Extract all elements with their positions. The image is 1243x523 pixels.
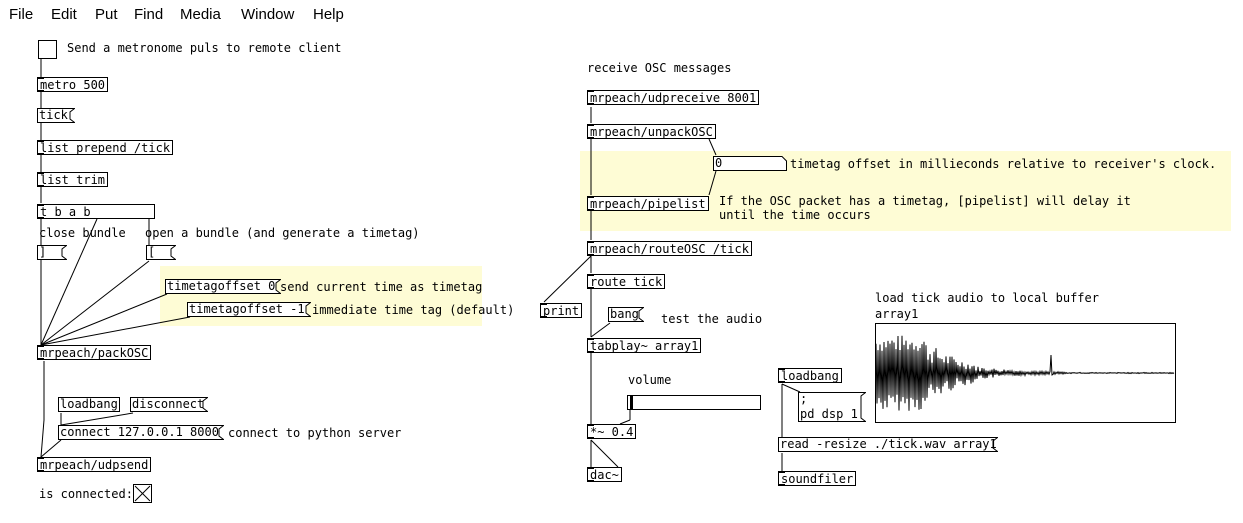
metronome-toggle[interactable] [38, 40, 57, 59]
menu-help[interactable]: Help [313, 6, 344, 23]
receive-osc-comment: receive OSC messages [587, 61, 732, 75]
routeosc-object[interactable]: mrpeach/routeOSC /tick [587, 241, 752, 256]
pd-dsp-semicolon: ; [800, 392, 808, 406]
list-prepend-object[interactable]: list prepend /tick [37, 140, 174, 155]
udpsend-object[interactable]: mrpeach/udpsend [37, 457, 152, 472]
timetagoffset-neg1-message[interactable]: timetagoffset -1 [187, 302, 311, 317]
print-object[interactable]: print [540, 303, 583, 318]
metro-object[interactable]: metro 500 [37, 77, 109, 92]
test-audio-comment: test the audio [661, 312, 763, 326]
timetag-offset-number-box[interactable]: 0 [713, 156, 787, 171]
packosc-object[interactable]: mrpeach/packOSC [37, 345, 152, 360]
soundfiler-object[interactable]: soundfiler [778, 471, 857, 486]
connected-toggle[interactable] [133, 484, 152, 503]
loadbang-left-label: loadbang [60, 397, 118, 411]
immediate-tag-comment: immediate time tag (default) [312, 303, 515, 317]
array-name-label: array1 [875, 307, 919, 321]
comment-background [580, 151, 1231, 231]
open-bundle-message[interactable]: [ [146, 245, 176, 260]
timetagoffset-neg1-label: timetagoffset -1 [189, 302, 305, 316]
close-bundle-label: ] [39, 245, 47, 259]
x-icon [134, 485, 151, 502]
menu-put[interactable]: Put [95, 6, 118, 23]
read-resize-message[interactable]: read -resize ./tick.wav array1 [778, 437, 998, 452]
comment-background [160, 266, 482, 326]
send-current-time-comment: send current time as timetag [280, 280, 483, 294]
loadbang-left-message[interactable]: loadbang [58, 397, 120, 412]
unpackosc-object[interactable]: mrpeach/unpackOSC [587, 124, 716, 139]
close-bundle-comment: close bundle [39, 226, 126, 240]
loadbang-object[interactable]: loadbang [778, 368, 842, 383]
menu-find[interactable]: Find [134, 6, 164, 23]
menu-file[interactable]: File [9, 6, 34, 23]
timetag-offset-comment: timetag offset in millieconds relative t… [790, 157, 1217, 171]
menu-window[interactable]: Window [241, 6, 295, 23]
mul-object[interactable]: *~ 0.4 [587, 424, 637, 439]
menu-bar: File Edit Put Find Media Window Help [0, 0, 1243, 28]
bang-message[interactable]: bang [608, 307, 644, 322]
bang-label: bang [610, 307, 639, 321]
pipelist-comment-line1: If the OSC packet has a timetag, [pipeli… [719, 194, 1131, 208]
connect-message[interactable]: connect 127.0.0.1 8000 [58, 425, 224, 440]
udpreceive-object[interactable]: mrpeach/udpreceive 8001 [587, 90, 760, 105]
send-metronome-comment: Send a metronome puls to remote client [67, 41, 342, 55]
load-tick-comment: load tick audio to local buffer [875, 291, 1099, 305]
pipelist-object[interactable]: mrpeach/pipelist [587, 196, 709, 211]
slider-handle[interactable] [630, 396, 633, 409]
connect-label: connect 127.0.0.1 8000 [60, 425, 219, 439]
dac-object[interactable]: dac~ [587, 467, 622, 482]
tick-message-label: tick [39, 108, 68, 122]
list-trim-object[interactable]: list trim [37, 172, 109, 187]
disconnect-label: disconnect [132, 397, 205, 411]
route-tick-object[interactable]: route tick [587, 274, 666, 289]
read-resize-label: read -resize ./tick.wav array1 [780, 437, 997, 451]
menu-media[interactable]: Media [180, 6, 221, 23]
disconnect-message[interactable]: disconnect [130, 397, 208, 412]
pipelist-comment-line2: until the time occurs [719, 208, 871, 222]
timetag-offset-value: 0 [715, 156, 723, 170]
timetagoffset-0-label: timetagoffset 0 [167, 279, 276, 293]
trigger-object[interactable]: t b a b [37, 204, 155, 219]
waveform-plot [876, 335, 1175, 411]
menu-edit[interactable]: Edit [51, 6, 77, 23]
close-bundle-message[interactable]: ] [37, 245, 67, 260]
open-bundle-label: [ [148, 245, 156, 259]
pd-dsp-label: pd dsp 1 [800, 407, 858, 421]
volume-comment: volume [628, 373, 672, 387]
connect-python-comment: connect to python server [228, 426, 402, 440]
tabplay-object[interactable]: tabplay~ array1 [587, 338, 702, 353]
is-connected-comment: is connected: [39, 487, 133, 501]
tick-message[interactable]: tick [37, 108, 75, 123]
volume-slider[interactable] [627, 395, 761, 410]
pd-dsp-message[interactable]: ; pd dsp 1 [798, 392, 866, 422]
timetagoffset-0-message[interactable]: timetagoffset 0 [165, 279, 281, 294]
open-bundle-comment: open a bundle (and generate a timetag) [145, 226, 420, 240]
array-graph[interactable] [875, 323, 1176, 423]
